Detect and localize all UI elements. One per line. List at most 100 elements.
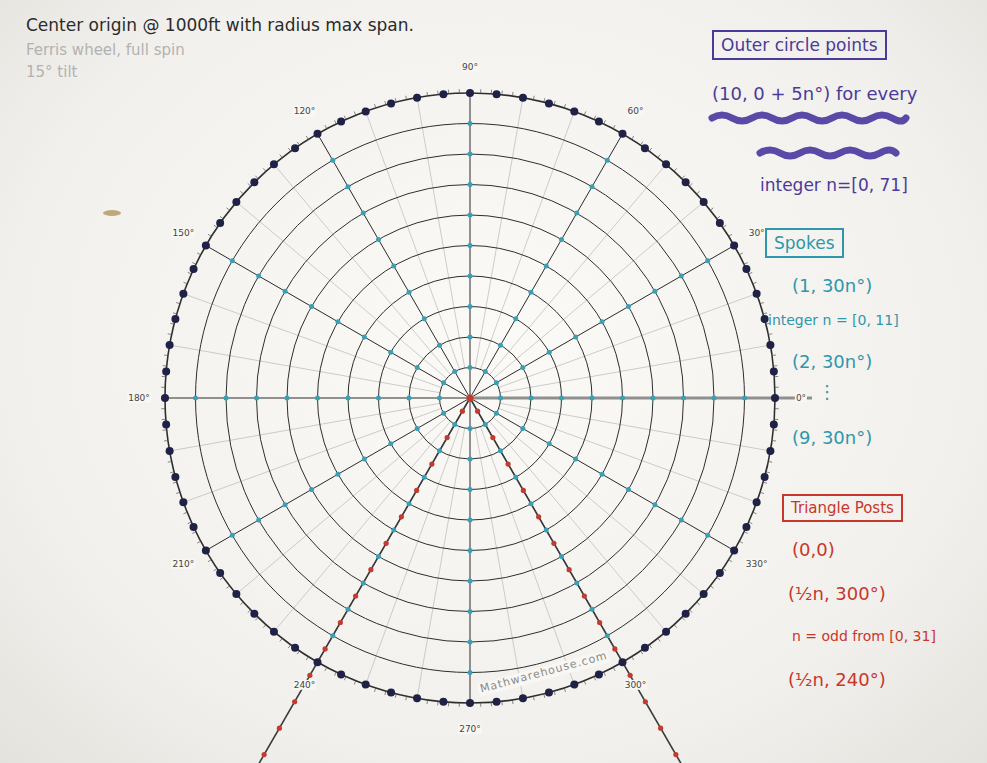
degree-tick xyxy=(564,688,565,692)
degree-tick xyxy=(184,512,188,513)
outer-point xyxy=(270,628,278,636)
degree-tick xyxy=(768,333,772,335)
degree-tick xyxy=(280,155,282,158)
outer-point xyxy=(362,107,370,115)
degree-tick xyxy=(192,532,196,534)
spoke-point xyxy=(544,263,549,268)
degree-tick xyxy=(395,694,397,698)
spoke-point xyxy=(441,380,446,385)
degree-tick xyxy=(775,387,779,388)
spoke-point xyxy=(388,441,393,446)
degree-label: 0° xyxy=(795,393,807,403)
ellipsis: ⋮ xyxy=(818,382,836,403)
outer-point xyxy=(595,118,603,126)
triangle-post xyxy=(582,594,587,599)
degree-tick xyxy=(729,234,732,236)
outer-point xyxy=(519,94,527,102)
triangle-post xyxy=(460,409,465,414)
coordinate: (½n, 300°) xyxy=(788,584,886,605)
degree-tick xyxy=(491,702,492,706)
spoke-point xyxy=(193,396,198,401)
spoke-point xyxy=(346,607,351,612)
degree-tick xyxy=(584,681,585,685)
triangle-post xyxy=(384,541,389,546)
spoke-point xyxy=(468,121,473,126)
degree-tick xyxy=(710,208,713,210)
spoke-point xyxy=(391,263,396,268)
spoke-point xyxy=(376,396,381,401)
outer-point xyxy=(545,689,553,697)
outer-point xyxy=(753,498,761,506)
spoke-point xyxy=(415,426,420,431)
spoke-point xyxy=(468,640,473,645)
outer-point xyxy=(641,144,649,152)
outer-point xyxy=(545,99,553,107)
spoke-point xyxy=(230,258,235,263)
degree-tick xyxy=(208,560,211,562)
degree-tick xyxy=(164,354,168,356)
outer-point xyxy=(519,694,527,702)
degree-tick xyxy=(220,216,223,218)
spoke-point xyxy=(494,380,499,385)
triangle-post xyxy=(414,488,419,493)
degree-tick xyxy=(491,90,492,94)
degree-tick xyxy=(459,703,460,707)
heading-box: Triangle Posts xyxy=(782,494,903,522)
degree-tick xyxy=(240,191,243,194)
outer-point xyxy=(171,473,179,481)
degree-tick xyxy=(753,282,757,283)
spoke-point xyxy=(361,580,366,585)
spoke-point xyxy=(224,396,229,401)
spoke-point xyxy=(652,502,657,507)
degree-tick xyxy=(163,365,167,366)
grid-radial-minor xyxy=(475,428,523,698)
degree-tick xyxy=(501,701,502,705)
outer-point xyxy=(682,610,690,618)
triangle-post xyxy=(445,435,450,440)
triangle-post xyxy=(628,673,633,678)
degree-tick xyxy=(768,461,772,463)
triangle-leg xyxy=(226,398,470,763)
degree-tick xyxy=(774,419,778,420)
watermark: Mathwarehouse.com xyxy=(477,649,611,696)
grid-radial-minor xyxy=(490,164,666,374)
spoke-point xyxy=(590,396,595,401)
spoke-point xyxy=(547,350,552,355)
outer-point xyxy=(770,367,778,375)
degree-tick xyxy=(255,176,258,179)
triangle-post xyxy=(506,461,511,466)
degree-tick xyxy=(760,492,764,493)
spoke-point xyxy=(391,528,396,533)
degree-tick xyxy=(689,610,692,613)
degree-tick xyxy=(584,112,585,116)
triangle-post xyxy=(338,620,343,625)
degree-tick xyxy=(749,522,753,524)
degree-tick xyxy=(426,700,428,704)
outer-point xyxy=(761,473,769,481)
degree-tick xyxy=(773,429,777,430)
outer-point xyxy=(716,219,724,227)
spoke-point xyxy=(407,290,412,295)
grid-radial-minor xyxy=(274,164,450,374)
heading-box: Outer circle points xyxy=(712,30,887,60)
coordinate: (0,0) xyxy=(792,540,835,561)
outer-point xyxy=(250,610,258,618)
outer-point xyxy=(742,265,750,273)
grid-radial-minor xyxy=(480,427,574,685)
degree-tick xyxy=(674,625,677,628)
outer-point xyxy=(493,698,501,706)
grid-radial-minor xyxy=(500,403,770,451)
spoke-point xyxy=(520,365,525,370)
degree-tick xyxy=(658,155,660,158)
degree-tick xyxy=(240,602,243,605)
grid-radial-minor xyxy=(236,418,446,594)
degree-label: 90° xyxy=(461,62,479,72)
outer-point xyxy=(190,523,198,531)
degree-label: 60° xyxy=(627,106,645,116)
degree-tick xyxy=(749,272,753,274)
degree-tick xyxy=(162,376,166,377)
triangle-post xyxy=(475,409,480,414)
triangle-post xyxy=(521,488,526,493)
degree-tick xyxy=(613,667,615,671)
spoke-point xyxy=(407,396,412,401)
